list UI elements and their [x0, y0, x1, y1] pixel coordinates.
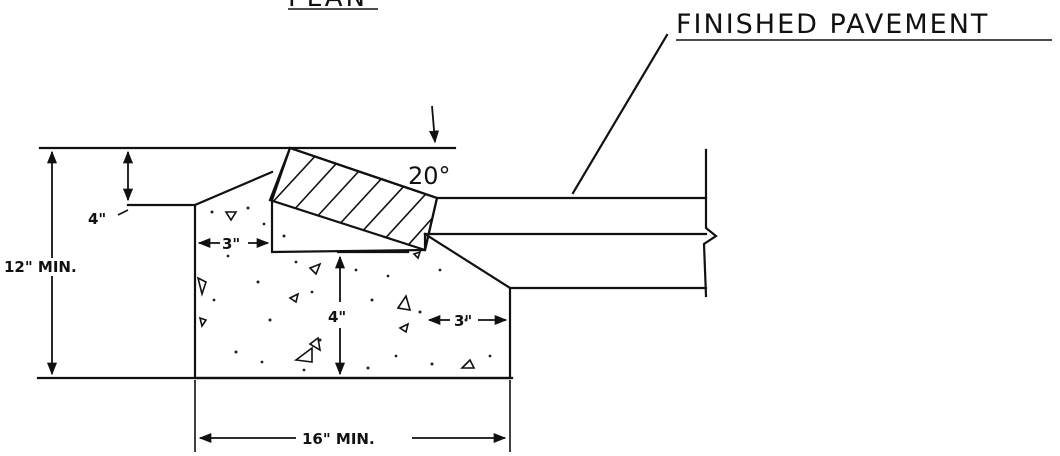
- top-pointer-arrow: [429, 105, 440, 144]
- dimension-right-step: 3": [427, 312, 508, 330]
- seal-block-outline: [268, 146, 439, 252]
- dimension-top-offset: 4": [88, 150, 197, 228]
- finished-pavement-label: FINISHED PAVEMENT: [676, 9, 989, 40]
- right-step-label: 3": [454, 312, 472, 330]
- plan-heading-text: PLAN: [288, 0, 368, 13]
- finished-pavement-callout: FINISHED PAVEMENT: [571, 9, 1052, 195]
- dimension-overall-height: 12" MIN.: [4, 150, 77, 376]
- angle-label: 20°: [408, 162, 451, 190]
- concrete-aggregate: [196, 206, 492, 372]
- curb-outline: [193, 146, 512, 380]
- dimension-center-height: 4": [328, 250, 410, 376]
- dimension-left-step: 3": [197, 235, 270, 253]
- dimension-overall-width: 16" MIN.: [194, 380, 511, 452]
- top-offset-label: 4": [88, 210, 106, 228]
- finished-pavement-leader: [571, 33, 669, 195]
- overall-width-label: 16" MIN.: [302, 430, 375, 448]
- left-step-label: 3": [222, 235, 240, 253]
- pavement-slab: [423, 148, 718, 298]
- pavement-break-line: [702, 148, 718, 298]
- plan-heading: PLAN: [288, 0, 378, 13]
- center-height-label: 4": [328, 308, 346, 326]
- overall-height-label: 12" MIN.: [4, 258, 77, 276]
